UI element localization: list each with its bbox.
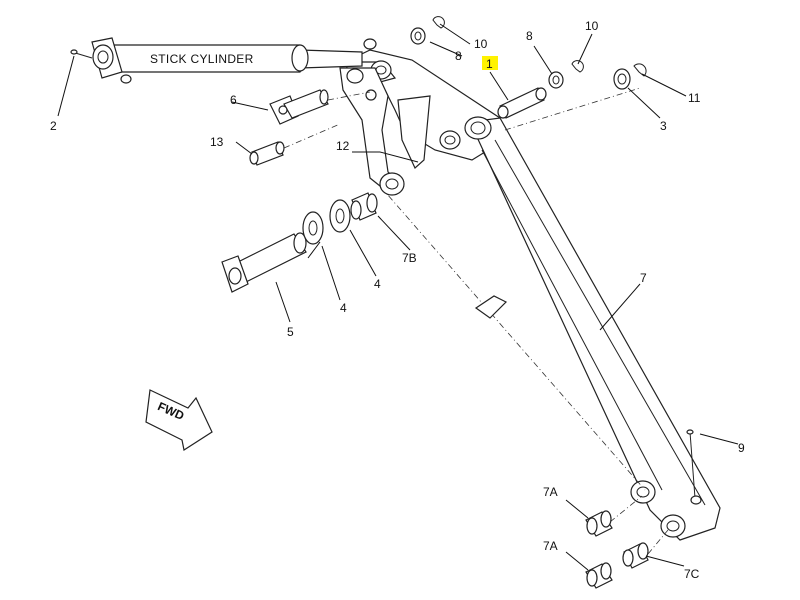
callout-12: 12 <box>336 139 350 153</box>
part-5-pin <box>221 232 307 293</box>
part-4-washer-inner <box>329 199 351 233</box>
stick-arm <box>343 49 721 541</box>
part-4-washer-outer <box>302 211 324 245</box>
callout-7: 7 <box>640 271 647 285</box>
callout-7a-lower: 7A <box>543 539 558 553</box>
callout-1-highlight <box>482 56 498 70</box>
callout-13: 13 <box>210 135 224 149</box>
callout-2: 2 <box>50 119 57 133</box>
callout-9: 9 <box>738 441 745 455</box>
part-10-ring-right <box>571 60 584 73</box>
callout-4-lower: 4 <box>340 301 347 315</box>
callout-6: 6 <box>230 93 237 107</box>
side-plate <box>339 67 397 187</box>
fwd-arrow-icon: FWD <box>145 389 213 451</box>
callout-8-left: 8 <box>455 49 462 63</box>
callout-1: 1 <box>486 57 493 71</box>
callout-4-upper: 4 <box>374 277 381 291</box>
callout-8-right: 8 <box>526 29 533 43</box>
leader-lines <box>57 23 739 571</box>
callout-7b: 7B <box>402 251 417 265</box>
part-8-washer-right <box>548 71 564 89</box>
centerline-upper <box>504 87 641 131</box>
part-8-washer-left <box>410 27 426 45</box>
part-9-bolt <box>686 429 702 505</box>
part-13-pin <box>249 141 285 166</box>
part-10-ring-left <box>432 16 445 29</box>
part-12-clip <box>379 151 419 163</box>
callout-10-right: 10 <box>585 19 599 33</box>
callout-11: 11 <box>688 91 701 105</box>
stick-cylinder: STICK CYLINDER <box>91 37 377 84</box>
part-6-pin <box>269 89 329 125</box>
callout-3: 3 <box>660 119 667 133</box>
callout-7a-upper: 7A <box>543 485 558 499</box>
part-11-ring <box>633 63 647 77</box>
part-7c-bushing <box>622 542 649 569</box>
centerline-left <box>379 185 646 491</box>
callout-7c: 7C <box>684 567 700 581</box>
callout-10-left: 10 <box>474 37 488 51</box>
stick-cylinder-label: STICK CYLINDER <box>150 52 254 66</box>
callout-5: 5 <box>287 325 294 339</box>
part-7b-bushing <box>350 192 378 221</box>
part-7a-bushing-lower <box>585 562 613 589</box>
part-7a-bushing-upper <box>585 510 613 537</box>
part-7-pad <box>474 295 508 319</box>
part-1-pin <box>497 87 547 119</box>
part-3-washer <box>613 68 631 90</box>
